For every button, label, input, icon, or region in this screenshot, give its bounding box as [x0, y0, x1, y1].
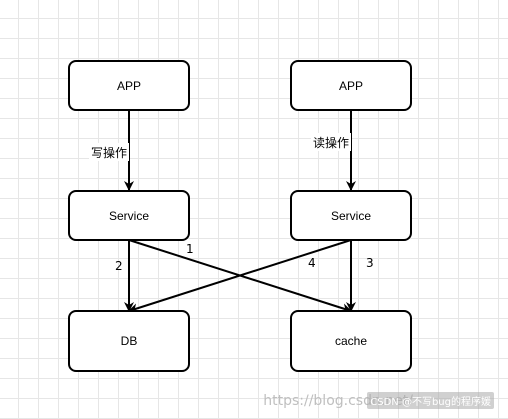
node-service-right-label: Service: [331, 209, 371, 223]
node-cache-label: cache: [335, 334, 367, 348]
node-db[interactable]: DB: [68, 310, 190, 372]
read-op-label-bg: [311, 133, 351, 151]
node-app-right[interactable]: APP: [290, 60, 412, 111]
write-op-label-bg: [89, 143, 129, 161]
node-service-left-label: Service: [109, 209, 149, 223]
read-op-label: 读操作: [313, 135, 349, 150]
step-4-label: 4: [308, 256, 316, 270]
node-db-label: DB: [121, 334, 138, 348]
node-app-left[interactable]: APP: [68, 60, 190, 111]
node-app-left-label: APP: [117, 79, 141, 93]
arrow-service-right-to-db: [128, 239, 352, 314]
node-service-right[interactable]: Service: [290, 190, 412, 241]
node-cache[interactable]: cache: [290, 310, 412, 372]
write-op-label: 写操作: [91, 145, 127, 160]
step-2-label: 2: [115, 259, 123, 273]
node-app-right-label: APP: [339, 79, 363, 93]
step-3-label: 3: [366, 256, 374, 270]
step-1-label: 1: [186, 242, 194, 256]
node-service-left[interactable]: Service: [68, 190, 190, 241]
watermark-credit: CSDN @不写bug的程序媛: [367, 392, 494, 409]
